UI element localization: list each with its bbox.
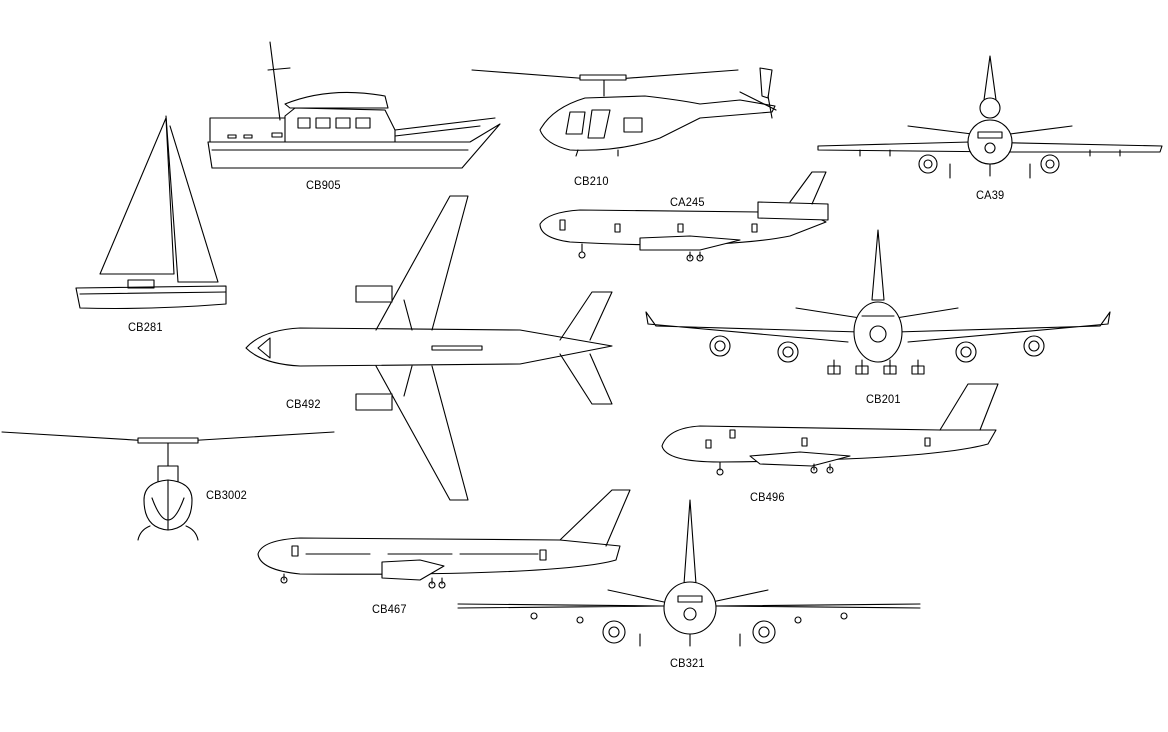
label-cb210: CB210 [574, 174, 609, 188]
label-cb496: CB496 [750, 490, 785, 504]
trijet-front-drawing [817, 55, 1163, 179]
label-cb321: CB321 [670, 656, 705, 670]
jumbo-front-drawing [645, 229, 1111, 375]
label-cb3002: CB3002 [206, 488, 248, 502]
twinjet-front-drawing [457, 499, 921, 647]
yacht-side-drawing [207, 41, 501, 169]
label-cb492: CB492 [286, 397, 321, 411]
label-cb201: CB201 [866, 392, 901, 406]
helicopter-side-drawing [471, 67, 777, 157]
label-cb281: CB281 [128, 320, 163, 334]
sailboat-drawing [75, 115, 227, 310]
label-cb905: CB905 [306, 178, 341, 192]
helicopter-front-drawing [1, 431, 335, 541]
jumbo-side-drawing [661, 383, 999, 476]
twinjet-side-drawing [257, 489, 631, 589]
label-cb467: CB467 [372, 602, 407, 616]
label-ca39: CA39 [976, 188, 1005, 202]
label-ca245: CA245 [670, 195, 705, 209]
airliner-top-drawing [245, 195, 613, 501]
trijet-side-drawing [539, 171, 829, 262]
